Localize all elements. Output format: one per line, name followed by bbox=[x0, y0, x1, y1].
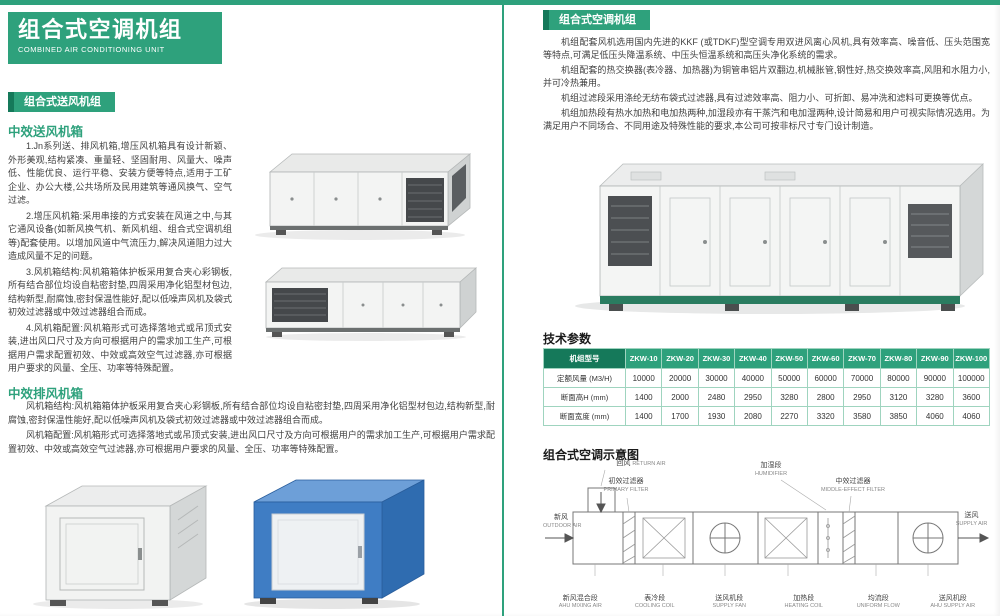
ahu-description-text: 机组配套风机选用国内先进的KKF (或TDKF)型空调专用双进风离心风机,具有效… bbox=[543, 36, 990, 135]
tech-table-header-cell: ZKW-30 bbox=[697, 348, 736, 369]
tech-table-cell: 1930 bbox=[697, 406, 736, 426]
tech-table-cell: 2480 bbox=[697, 387, 736, 407]
tech-table-header-cell: ZKW-90 bbox=[916, 348, 954, 369]
heading-exhaust-fan-box: 中效排风机箱 bbox=[8, 387, 84, 401]
tech-table-cell: 1700 bbox=[661, 406, 699, 426]
tech-table-cell: 30000 bbox=[697, 368, 736, 388]
tech-table-cell: 4060 bbox=[916, 406, 954, 426]
tech-table-row-label: 断面高H (mm) bbox=[543, 387, 626, 407]
tech-table-cell: 60000 bbox=[806, 368, 845, 388]
tech-table-cell: 3580 bbox=[843, 406, 881, 426]
top-accent-bar bbox=[0, 0, 1000, 5]
tech-table-cell: 3280 bbox=[916, 387, 954, 407]
page-title-block: 组合式空调机组 COMBINED AIR CONDITIONING UNIT bbox=[8, 12, 222, 64]
ahu-unit-photo bbox=[545, 124, 990, 322]
tech-table-cell: 2950 bbox=[843, 387, 881, 407]
heading-schematic: 组合式空调示意图 bbox=[543, 448, 640, 462]
supply-ahu-photo-1 bbox=[232, 136, 490, 244]
diagram-label-primary-filter: 初效过滤器 PRIMARY FILTER bbox=[603, 478, 649, 493]
tech-table-cell: 90000 bbox=[916, 368, 954, 388]
tech-table-cell: 4060 bbox=[952, 406, 991, 426]
tech-table-cell: 2000 bbox=[661, 387, 699, 407]
page-title-english: COMBINED AIR CONDITIONING UNIT bbox=[18, 45, 165, 55]
tech-table-cell: 70000 bbox=[843, 368, 881, 388]
supply-box-text: 1.Jn系列送、排风机箱,增压风机箱具有设计新颖、外形美观,结构紧凑、重量轻、坚… bbox=[8, 140, 232, 378]
tech-table-cell: 80000 bbox=[879, 368, 918, 388]
exhaust-box-text: 风机箱结构:风机箱箱体护板采用复合夹心彩钢板,所有结合部位均设自粘密封垫,四周采… bbox=[8, 400, 495, 458]
ahu-schematic-drawing bbox=[545, 469, 990, 576]
tech-table-cell: 2800 bbox=[806, 387, 845, 407]
section-label-supply-unit: 组合式送风机组 bbox=[8, 92, 115, 112]
diagram-label-middle-filter: 中效过滤器 MIDDLE-EFFECT FILTER bbox=[821, 478, 885, 493]
tech-table-cell: 3850 bbox=[879, 406, 918, 426]
paragraph: 机组加热段有热水加热和电加热两种,加湿段亦有干蒸汽和电加湿两种,设计简易和用户可… bbox=[543, 108, 990, 132]
supply-ahu-photo-2 bbox=[248, 250, 488, 346]
paragraph: 机组配套风机选用国内先进的KKF (或TDKF)型空调专用双进风离心风机,具有效… bbox=[543, 37, 990, 61]
heading-tech-params: 技术参数 bbox=[543, 332, 592, 346]
diagram-label-return-air: 回风 RETURN AIR bbox=[616, 460, 666, 467]
tech-table-cell: 3320 bbox=[806, 406, 845, 426]
exhaust-box-photo-blue bbox=[232, 468, 430, 612]
tech-table-cell: 1400 bbox=[624, 406, 663, 426]
tech-table-cell: 50000 bbox=[770, 368, 808, 388]
page-title: 组合式空调机组 bbox=[18, 17, 183, 42]
tech-table-cell: 20000 bbox=[661, 368, 699, 388]
tech-table-header-cell: ZKW-60 bbox=[806, 348, 845, 369]
exhaust-box-photo-white bbox=[20, 476, 218, 612]
paragraph: 3.风机箱结构:风机箱箱体护板采用复合夹心彩钢板,所有结合部位均设自粘密封垫,四… bbox=[8, 266, 232, 318]
tech-table-cell: 2080 bbox=[734, 406, 772, 426]
tech-table-header-cell: ZKW-80 bbox=[879, 348, 918, 369]
diagram-label-outdoor-air: 新风 OUTDOOR AIR bbox=[543, 514, 582, 529]
tech-table-cell: 40000 bbox=[734, 368, 772, 388]
tech-table-header-cell: 机组型号 bbox=[543, 348, 626, 369]
tech-table-row-label: 定额风量 (M3/H) bbox=[543, 368, 626, 388]
column-divider bbox=[502, 0, 504, 616]
tech-table-header-cell: ZKW-50 bbox=[770, 348, 808, 369]
diagram-label-supply-air: 送风 SUPPLY AIR bbox=[955, 512, 988, 527]
paragraph: 风机箱结构:风机箱箱体护板采用复合夹心彩钢板,所有结合部位均设自粘密封垫,四周采… bbox=[8, 401, 495, 425]
paragraph: 2.增压风机箱:采用串接的方式安装在风道之中,与其它通风设备(如新风换气机、新风… bbox=[8, 210, 232, 262]
tech-table-cell: 3280 bbox=[770, 387, 808, 407]
tech-table-row-label: 断面宽度 (mm) bbox=[543, 406, 626, 426]
tech-table-header-cell: ZKW-10 bbox=[624, 348, 663, 369]
tech-table-header-cell: ZKW-40 bbox=[734, 348, 772, 369]
paragraph: 机组过滤段采用涤纶无纺布袋式过滤器,具有过滤效率高、阻力小、可折卸、易冲洗和滤料… bbox=[561, 93, 978, 104]
section-label-ahu: 组合式空调机组 bbox=[543, 10, 650, 30]
tech-table-cell: 1400 bbox=[624, 387, 663, 407]
tech-table-header-cell: ZKW-20 bbox=[661, 348, 699, 369]
paragraph: 机组配套的热交换器(表冷器、加热器)为铜管串铝片双翻边,机械胀管,钢性好,热交换… bbox=[543, 65, 990, 89]
tech-table-cell: 10000 bbox=[624, 368, 663, 388]
heading-supply-fan-box: 中效送风机箱 bbox=[8, 125, 84, 139]
diagram-label-humidifier: 加湿段 HUMIDIFIER bbox=[754, 462, 788, 477]
paragraph: 4.风机箱配置:风机箱形式可选择落地式或吊顶式安装,进出风口尺寸及方向可根据用户… bbox=[8, 322, 232, 374]
tech-table-cell: 2950 bbox=[734, 387, 772, 407]
tech-table-cell: 3120 bbox=[879, 387, 918, 407]
tech-table-cell: 2270 bbox=[770, 406, 808, 426]
paragraph: 风机箱配置:风机箱形式可选择落地式或吊顶式安装,进出风口尺寸及方向可根据用户的需… bbox=[8, 430, 495, 454]
ahu-schematic-diagram: 回风 RETURN AIR 初效过滤器 PRIMARY FILTER 加湿段 H… bbox=[543, 460, 990, 612]
tech-table-cell: 100000 bbox=[952, 368, 991, 388]
tech-table-cell: 3600 bbox=[952, 387, 991, 407]
tech-table-header-cell: ZKW-100 bbox=[952, 348, 991, 369]
paragraph: 1.Jn系列送、排风机箱,增压风机箱具有设计新颖、外形美观,结构紧凑、重量轻、坚… bbox=[8, 141, 232, 205]
tech-table-header-cell: ZKW-70 bbox=[843, 348, 881, 369]
